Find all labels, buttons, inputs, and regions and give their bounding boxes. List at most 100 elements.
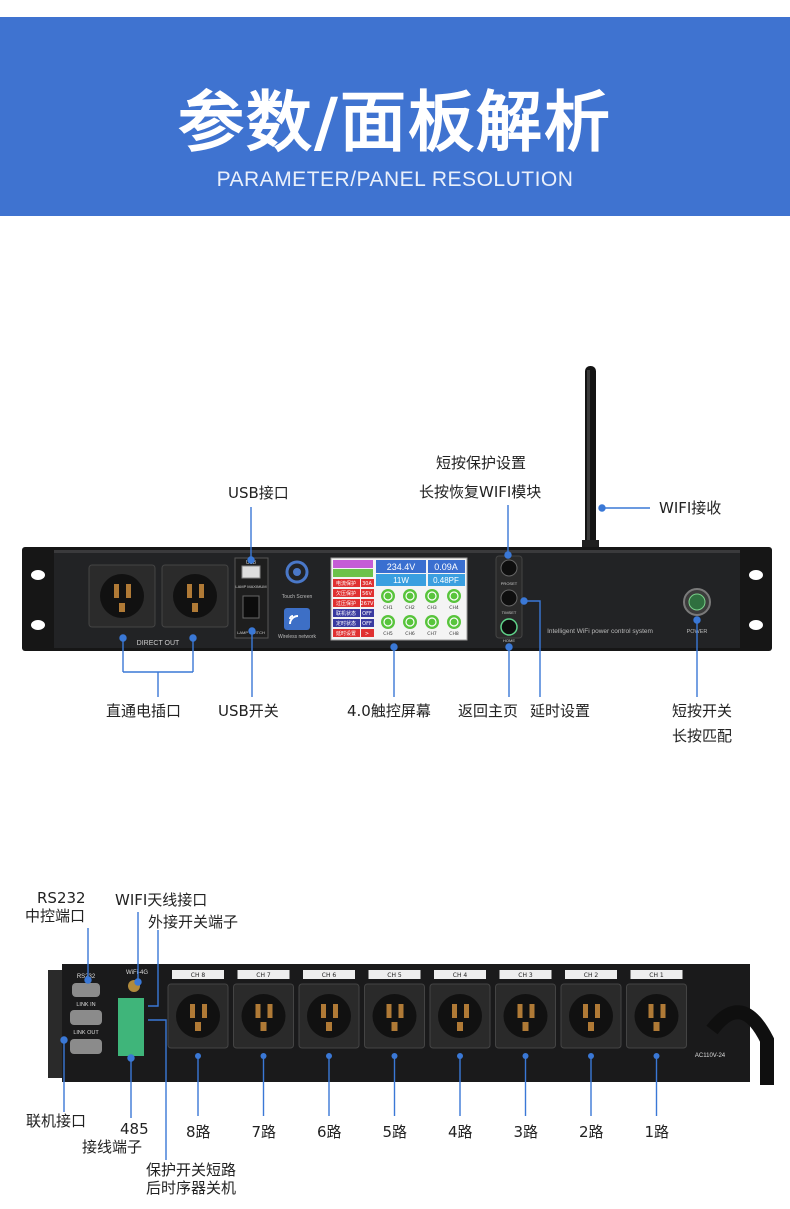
- usb-port[interactable]: [241, 565, 261, 579]
- screen-row-value-bg: [361, 589, 374, 597]
- channel-label: CH2: [405, 605, 415, 611]
- channel-power-icon: [447, 589, 461, 603]
- channel-tag-bg: [499, 970, 552, 979]
- label-usb-port: USB接口: [228, 484, 289, 502]
- label-link-port: 联机接口: [26, 1112, 87, 1130]
- screen-row-value: >: [365, 631, 369, 637]
- label-long-press-wifi: 长按恢复WIFI模块: [419, 483, 542, 501]
- label-delay-setting: 延时设置: [530, 702, 591, 720]
- screen-row-label-bg: [333, 619, 360, 627]
- label-way-1: 1路: [644, 1123, 670, 1141]
- rack-hole: [31, 570, 45, 580]
- channel-tag-bg: [565, 970, 617, 979]
- svg-text:LINK IN: LINK IN: [76, 1002, 95, 1008]
- label-short-press-switch: 短按开关: [672, 702, 733, 720]
- channel-power-icon: [425, 589, 439, 603]
- screen-row-value-bg: [361, 579, 374, 587]
- channel-tag-bg: [303, 970, 355, 979]
- wifi-antenna: [582, 366, 599, 552]
- screen-row-label: 联机状态: [336, 610, 356, 617]
- svg-text:Touch Screen: Touch Screen: [282, 594, 313, 600]
- rear-channel-tag: CH 8: [191, 972, 206, 979]
- terminal-block[interactable]: [118, 998, 144, 1056]
- svg-text:0.09A: 0.09A: [434, 562, 458, 572]
- label-sequencer-off: 后时序器关机: [146, 1179, 237, 1197]
- power-cord: [706, 1005, 774, 1085]
- screen-row-value-bg: [361, 619, 374, 627]
- channel-tag-bg: [368, 970, 421, 979]
- screen-row-value-bg: [361, 629, 374, 637]
- svg-text:HOME: HOME: [503, 638, 515, 643]
- channel-tag-bg: [434, 970, 486, 979]
- channel-label: CH4: [449, 605, 459, 611]
- screen-row-value: 267V: [361, 601, 375, 607]
- channel-power-icon: [381, 589, 395, 603]
- screen-row-label: 定时状态: [336, 620, 356, 627]
- rear-channel-tag: CH 5: [387, 972, 402, 979]
- label-way-2: 2路: [579, 1123, 604, 1141]
- label-center-control-port: 中控端口: [25, 907, 86, 925]
- screen-row-value-bg: [361, 609, 374, 617]
- screen-row-value: OFF: [362, 611, 372, 617]
- svg-text:11W: 11W: [393, 576, 409, 585]
- screen-row-value: OFF: [362, 621, 372, 627]
- direct-outlet-1: [88, 564, 156, 628]
- label-touch-screen: 4.0触控屏幕: [347, 702, 431, 720]
- screen-row-value: 56V: [362, 591, 372, 597]
- svg-text:234.4V: 234.4V: [387, 562, 416, 572]
- channel-power-icon: [447, 615, 461, 629]
- channel-label: CH6: [405, 631, 415, 637]
- rack-hole: [749, 620, 763, 630]
- label-way-6: 6路: [317, 1123, 342, 1141]
- screen-row-label: 过压保护: [336, 600, 356, 607]
- rear-channel-tag: CH 6: [322, 972, 337, 979]
- label-way-3: 3路: [513, 1123, 539, 1141]
- channel-label: CH3: [427, 605, 437, 611]
- label-way-8: 8路: [186, 1123, 211, 1141]
- link-out-port[interactable]: [70, 1039, 102, 1054]
- link-in-port[interactable]: [70, 1010, 102, 1025]
- timset-button[interactable]: [500, 589, 518, 607]
- label-external-switch-terminal: 外接开关端子: [148, 913, 239, 931]
- screen-row-label-bg: [333, 629, 360, 637]
- svg-text:PROSET: PROSET: [501, 581, 518, 586]
- label-rs232: RS232: [37, 889, 86, 907]
- rear-channel-tag: CH 2: [584, 972, 599, 979]
- channel-label: CH1: [383, 605, 393, 611]
- channel-tag-bg: [630, 970, 683, 979]
- rs232-port[interactable]: [72, 983, 100, 997]
- screen-row-label-bg: [333, 579, 360, 587]
- label-wiring-terminal: 接线端子: [82, 1138, 143, 1156]
- channel-power-icon: [403, 589, 417, 603]
- label-wifi-receive: WIFI接收: [659, 499, 722, 517]
- screen-row-label-bg: [333, 589, 360, 597]
- wireless-icon: [284, 608, 310, 630]
- screen-row-value: 30A: [362, 581, 372, 587]
- rear-channel-tag: CH 7: [256, 972, 271, 979]
- screen-row-label-bg: [333, 609, 360, 617]
- channel-tag-bg: [172, 970, 224, 979]
- label-back-home: 返回主页: [458, 702, 519, 720]
- screen-row-label: 欠压保护: [336, 590, 356, 597]
- channel-power-icon: [403, 615, 417, 629]
- gear-icon: [285, 560, 309, 584]
- page-title: 参数/面板解析: [177, 84, 613, 161]
- direct-out-tag: DIRECT OUT: [137, 640, 180, 647]
- screen-row-value-bg: [361, 599, 374, 607]
- svg-text:TIMSET: TIMSET: [502, 610, 517, 615]
- svg-text:Wireless network: Wireless network: [278, 634, 317, 640]
- usb-switch[interactable]: [242, 595, 260, 619]
- svg-text:0.48PF: 0.48PF: [433, 576, 459, 585]
- home-button[interactable]: [500, 618, 518, 636]
- label-way-4: 4路: [448, 1123, 473, 1141]
- label-long-press-pair: 长按匹配: [672, 727, 733, 745]
- rear-channel-tag: CH 4: [453, 972, 468, 979]
- system-name: Intelligent WiFi power control system: [547, 628, 653, 635]
- direct-outlet-2: [161, 564, 229, 628]
- proset-button[interactable]: [500, 559, 518, 577]
- svg-text:LAMP MAXIMUM: LAMP MAXIMUM: [235, 584, 266, 589]
- header-banner: 参数/面板解析 PARAMETER/PANEL RESOLUTION: [0, 17, 790, 216]
- label-way-7: 7路: [251, 1123, 277, 1141]
- channel-label: CH5: [383, 631, 393, 637]
